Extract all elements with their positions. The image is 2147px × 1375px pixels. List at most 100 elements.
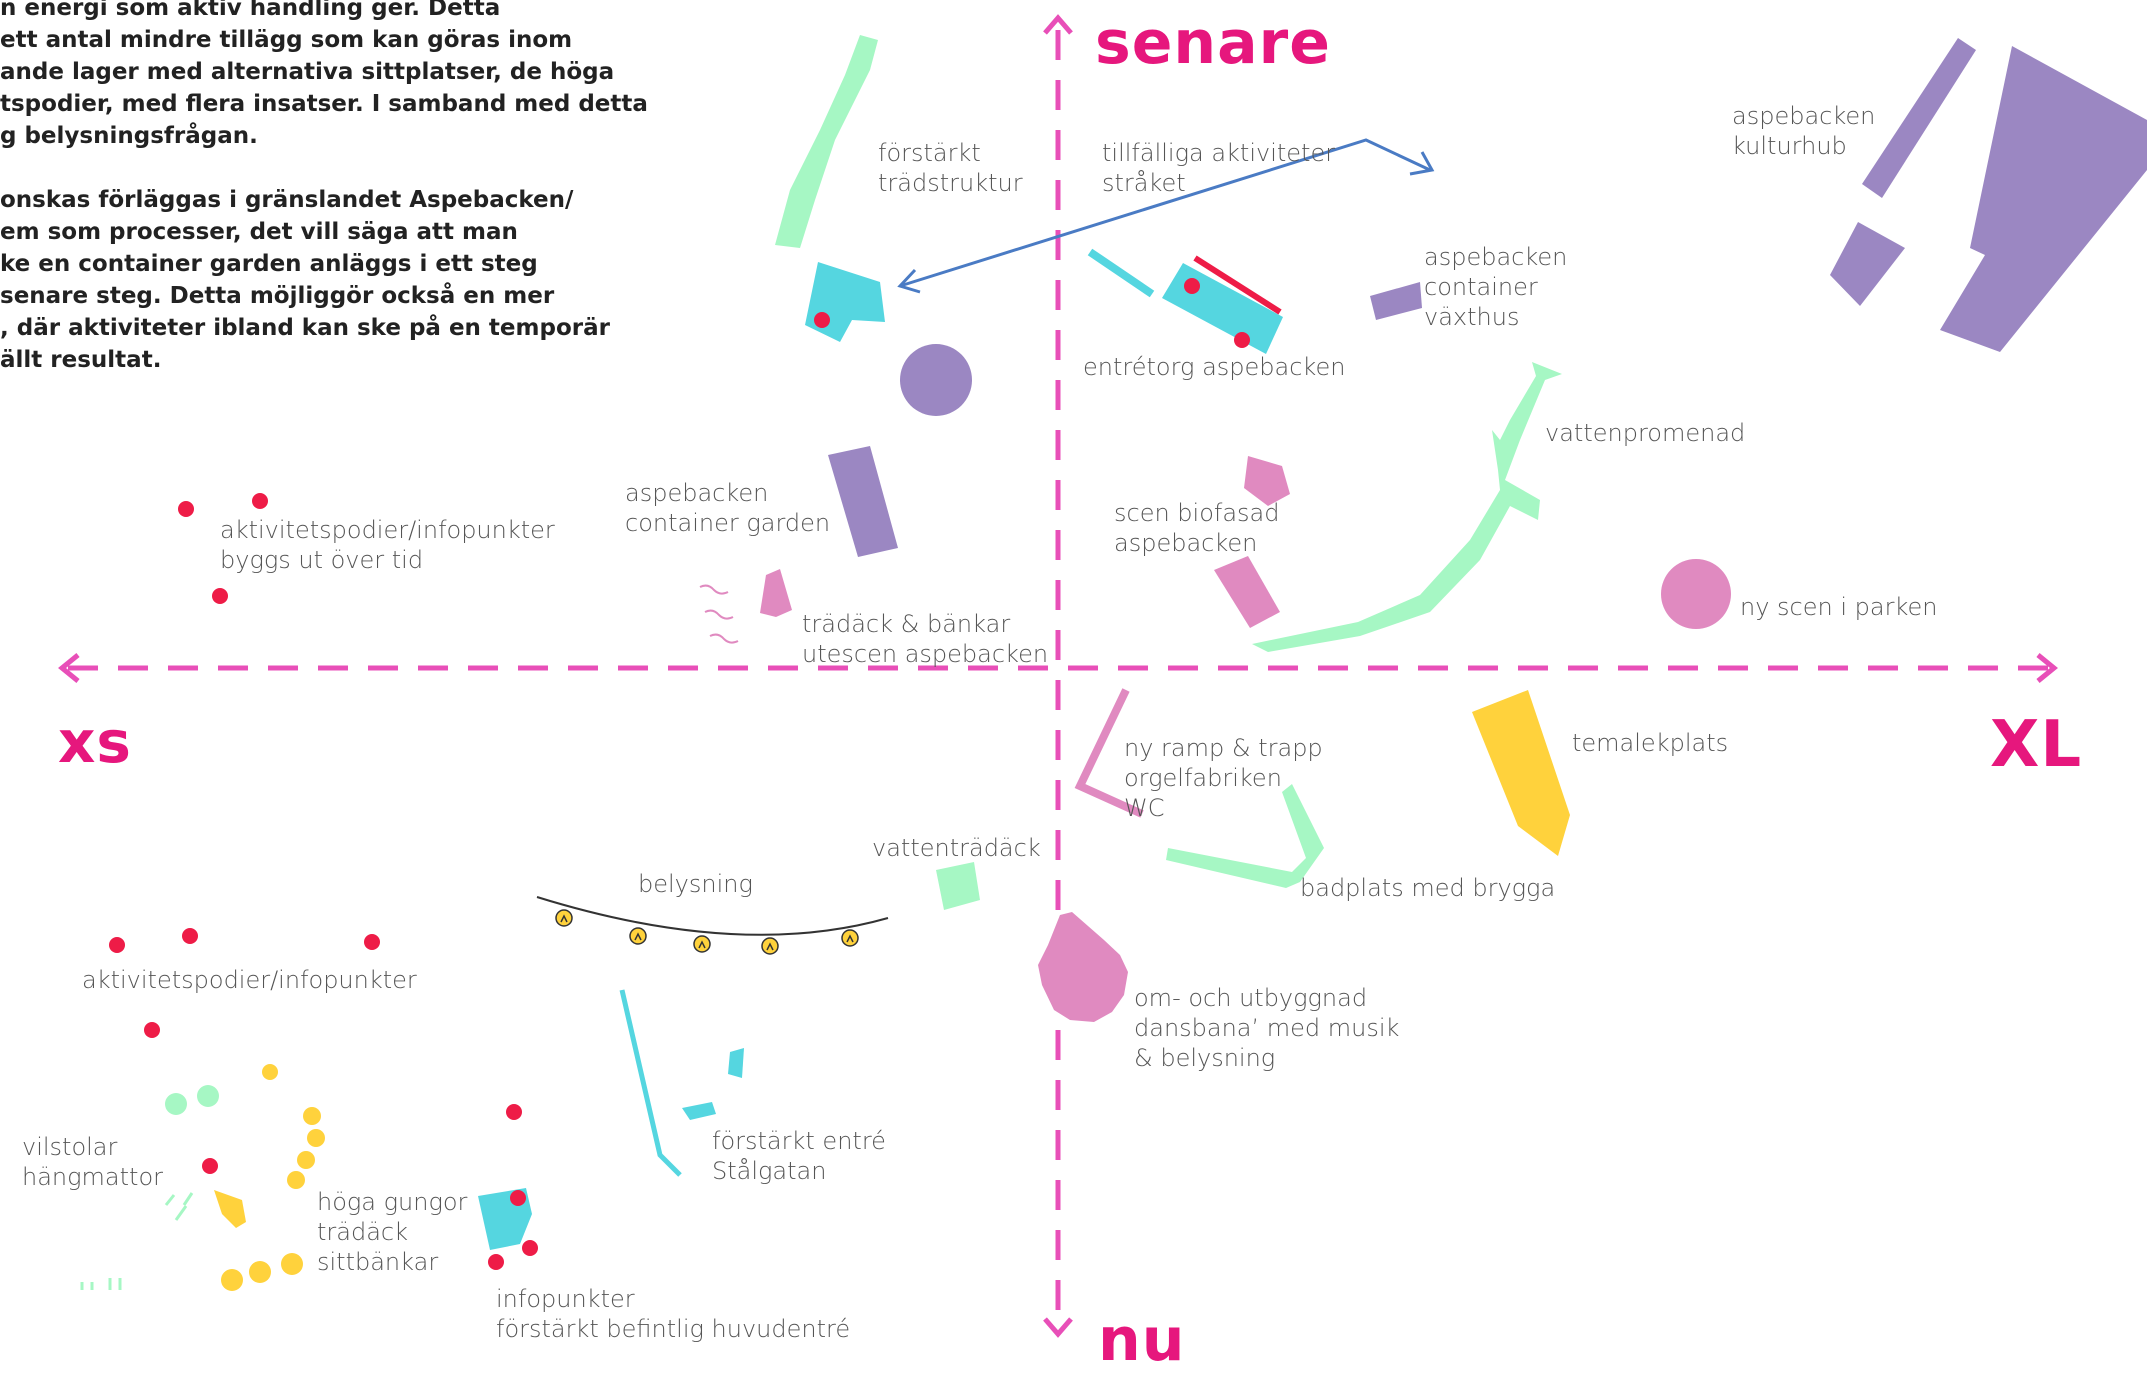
- chair-marks: [80, 1278, 122, 1290]
- yellow-dot: [287, 1171, 305, 1189]
- cyan-bit: [682, 1102, 716, 1120]
- container-garden-shape: [828, 446, 898, 557]
- label-forstarkt-tradstruktur: förstärkt trädstruktur: [878, 139, 1023, 197]
- lightbulb-icon: [841, 929, 859, 947]
- red-dot: [252, 493, 268, 509]
- stage-biofasad-shape: [1214, 556, 1280, 628]
- red-dot: [1184, 278, 1200, 294]
- red-dot: [212, 588, 228, 604]
- yellow-dot: [297, 1151, 315, 1169]
- string-lights-wire: [536, 896, 889, 936]
- entrance-path-shape: [619, 989, 682, 1177]
- label-tillfalliga-aktiviteter: tillfälliga aktiviteter stråket: [1102, 139, 1336, 197]
- intro-line: , där aktiviteter ibland kan ske på en t…: [0, 315, 610, 341]
- red-dot: [522, 1240, 538, 1256]
- lightbulb-icon: [629, 927, 647, 945]
- intro-line: ande lager med alternativa sittplatser, …: [0, 59, 615, 85]
- intro-line: n energi som aktiv handling ger. Detta: [0, 0, 501, 21]
- label-vattenpromenad: vattenpromenad: [1545, 419, 1746, 447]
- label-infopunkter-huvudentre: infopunkter förstärkt befintlig huvudent…: [496, 1285, 851, 1343]
- label-belysning: belysning: [638, 870, 753, 898]
- intro-line: g belysningsfrågan.: [0, 123, 258, 149]
- ramp-shape: [1074, 688, 1144, 818]
- label-container-vaxthus: aspebacken container växthus: [1424, 243, 1568, 331]
- intro-line: ett antal mindre tillägg som kan göras i…: [0, 27, 573, 53]
- red-dot: [814, 312, 830, 328]
- stage-biofasad-shape: [1244, 456, 1290, 506]
- label-tradack-bankar: trädäck & bänkar utescen aspebacken: [802, 610, 1049, 668]
- intro-line: senare steg. Detta möjliggör också en me…: [0, 283, 555, 309]
- red-dot: [202, 1158, 218, 1174]
- yellow-dot: [262, 1064, 278, 1080]
- tree-structure-shape: [775, 35, 878, 248]
- red-dot: [109, 937, 125, 953]
- lightbulb-icon: [555, 909, 573, 927]
- label-dansbana: om- och utbyggnad dansbana’ med musik & …: [1134, 984, 1400, 1072]
- yellow-dot: [281, 1253, 303, 1275]
- intro-line: tspodier, med flera insatser. I samband …: [0, 91, 648, 117]
- axis-label-bottom: nu: [1098, 1305, 1186, 1375]
- label-vilstolar: vilstolar hängmattor: [22, 1133, 163, 1191]
- axis-label-left: xs: [58, 708, 132, 776]
- label-forstarkt-entre: förstärkt entré Stålgatan: [712, 1127, 886, 1185]
- red-dot: [364, 934, 380, 950]
- axes: [58, 14, 2058, 1338]
- label-vattentradack: vattenträdäck: [872, 834, 1041, 862]
- arrow-head-icon: [897, 268, 921, 294]
- kulturhub-shape: [1830, 222, 1905, 306]
- kulturhub-shape: [1940, 46, 2147, 352]
- axis-label-right: XL: [1990, 708, 2083, 782]
- hammock-marks: [164, 1192, 194, 1221]
- yellow-dot: [221, 1269, 243, 1291]
- arrow-head-icon: [1043, 1317, 1073, 1338]
- label-badplats-brygga: badplats med brygga: [1300, 874, 1556, 902]
- label-container-garden: aspebacken container garden: [625, 479, 831, 537]
- label-hoga-gungor: höga gungor trädäck sittbänkar: [317, 1188, 468, 1276]
- red-dot: [506, 1104, 522, 1120]
- water-promenade-shape: [1252, 362, 1562, 652]
- axis-label-top: senare: [1095, 8, 1331, 78]
- label-ny-ramp-trapp: ny ramp & trapp orgelfabriken WC: [1124, 734, 1323, 822]
- label-ny-scen-parken: ny scen i parken: [1740, 593, 1938, 621]
- intro-line: ke en container garden anläggs i ett ste…: [0, 251, 538, 277]
- activities-arrow-line: [899, 138, 1431, 288]
- cyan-bit: [728, 1048, 744, 1078]
- label-aspebacken-kulturhub: aspebacken kulturhub: [1732, 102, 1876, 160]
- arrow-head-icon: [1409, 151, 1435, 176]
- red-dot: [178, 501, 194, 517]
- arrow-head-icon: [58, 653, 80, 683]
- dance-floor-shape: [1038, 912, 1128, 1022]
- red-dot: [182, 928, 198, 944]
- cyan-stroke: [1087, 248, 1155, 298]
- red-dot: [488, 1254, 504, 1270]
- label-aktivitetspodier-byggs: aktivitetspodier/infopunkter byggs ut öv…: [220, 516, 555, 574]
- red-dot: [510, 1190, 526, 1206]
- red-dot: [144, 1022, 160, 1038]
- kulturhub-shape: [1862, 38, 1976, 198]
- water-deck-shape: [936, 862, 980, 910]
- new-stage-circle: [1661, 559, 1731, 629]
- yellow-dot: [249, 1261, 271, 1283]
- label-aktivitetspodier-infopunkter: aktivitetspodier/infopunkter: [82, 966, 417, 994]
- red-dot: [1234, 332, 1250, 348]
- cyan-square-shape: [805, 262, 885, 342]
- label-entretorg: entrétorg aspebacken: [1083, 353, 1346, 381]
- bath-pier-shape: [1166, 784, 1324, 888]
- mint-dot: [165, 1093, 187, 1115]
- intro-line: em som processer, det vill säga att man: [0, 219, 518, 245]
- pink-squiggles: [699, 584, 739, 644]
- playground-shape: [1472, 690, 1570, 856]
- greenhouse-shape: [1370, 282, 1422, 320]
- lightbulb-icon: [761, 937, 779, 955]
- pink-deck-shape: [760, 569, 792, 617]
- arrow-head-icon: [2036, 653, 2058, 683]
- yellow-dot: [303, 1107, 321, 1125]
- arrow-head-icon: [1043, 14, 1073, 35]
- yellow-dot: [307, 1129, 325, 1147]
- intro-line: [0, 152, 648, 184]
- intro-line: ällt resultat.: [0, 347, 162, 373]
- label-temalekplats: temalekplats: [1572, 729, 1729, 757]
- yellow-deck-shape: [214, 1190, 246, 1228]
- purple-circle: [900, 344, 972, 416]
